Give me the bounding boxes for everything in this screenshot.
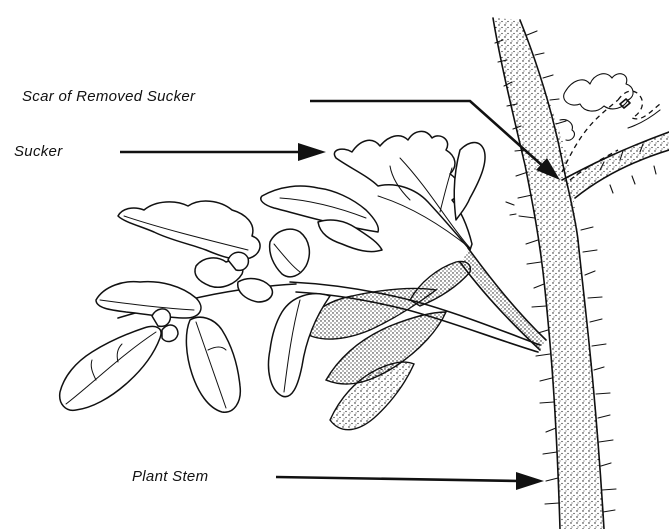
- plant-stem-label: Plant Stem: [132, 468, 208, 485]
- scar-label: Scar of Removed Sucker: [22, 88, 195, 105]
- arrow-sucker: [120, 143, 326, 161]
- sucker-label: Sucker: [14, 143, 63, 160]
- compound-leaf: [60, 201, 330, 412]
- main-stem: [493, 18, 616, 529]
- shaded-leaves: [300, 261, 470, 429]
- right-branch: [562, 132, 669, 198]
- arrow-stem: [276, 472, 544, 490]
